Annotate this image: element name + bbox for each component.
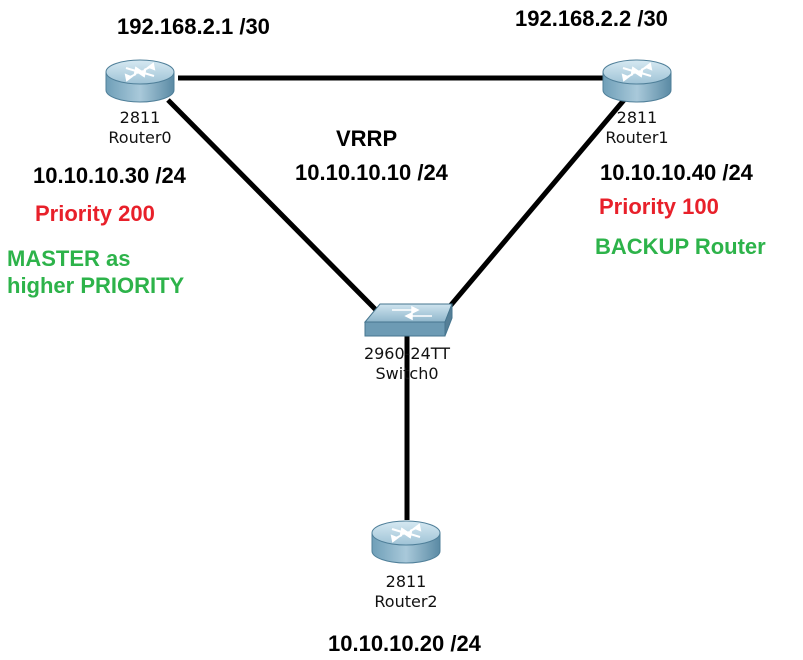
switch0-name: Switch0 [375, 364, 439, 383]
router2-lan-ip: 10.10.10.20 /24 [328, 631, 481, 656]
router1-wan-ip: 192.168.2.2 /30 [515, 6, 668, 31]
router0-lan-ip: 10.10.10.30 /24 [33, 163, 186, 188]
vrrp-title: VRRP [336, 126, 398, 151]
router1-icon[interactable] [602, 59, 672, 103]
router2-icon[interactable] [371, 520, 441, 564]
vrrp-virtual-ip: 10.10.10.10 /24 [295, 160, 448, 185]
router0-wan-ip: 192.168.2.1 /30 [117, 14, 270, 39]
switch0-model: 2960-24TT [363, 344, 451, 363]
router0-role-line2: higher PRIORITY [7, 273, 185, 298]
router1-model: 2811 [616, 108, 658, 127]
links [166, 75, 626, 520]
router1-role: BACKUP Router [595, 234, 766, 259]
router0-role-line1: MASTER as [7, 246, 131, 271]
link-router0-switch0 [166, 98, 380, 314]
link-router1-switch0 [438, 98, 626, 320]
router2-name: Router2 [374, 592, 438, 611]
switch0-icon[interactable] [363, 303, 453, 337]
router2-model: 2811 [385, 572, 427, 591]
router0-model: 2811 [119, 108, 161, 127]
router1-name: Router1 [605, 128, 669, 147]
router0-priority: Priority 200 [35, 201, 155, 226]
router1-priority: Priority 100 [599, 194, 719, 219]
router0-icon[interactable] [105, 59, 175, 103]
router1-lan-ip: 10.10.10.40 /24 [600, 160, 753, 185]
router0-name: Router0 [108, 128, 172, 147]
